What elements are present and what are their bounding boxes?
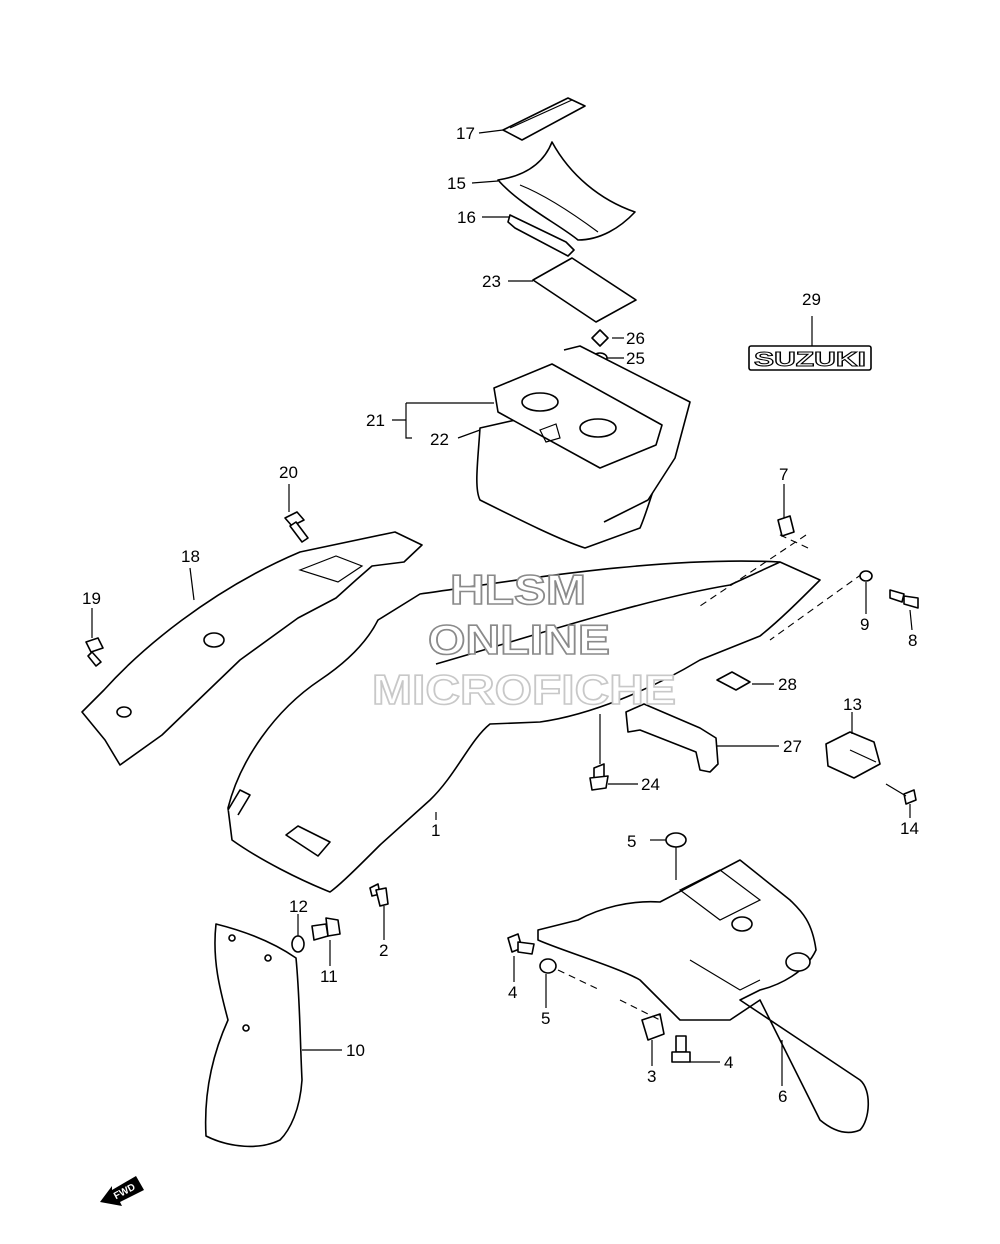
part-4-bolt-left: [507, 933, 535, 955]
callout-labels: 17 15 16 23 26 25 21 22 29 20 18 19 7 9 …: [82, 124, 919, 1106]
part-21-tool-box: [493, 363, 663, 469]
part-26-nut: [591, 329, 609, 347]
callout-17: 17: [456, 124, 475, 143]
watermark-line-1: HLSM: [450, 566, 586, 613]
callout-20: 20: [279, 463, 298, 482]
callout-26: 26: [626, 329, 645, 348]
fwd-direction-arrow: FWD: [100, 1176, 144, 1206]
callout-16: 16: [457, 208, 476, 227]
part-18-bracket: [81, 531, 423, 766]
callout-23: 23: [482, 272, 501, 291]
part-5-grommet-left: [539, 958, 601, 991]
callout-2: 2: [379, 941, 388, 960]
callout-27: 27: [783, 737, 802, 756]
watermark-line-3: MICROFICHE: [372, 666, 676, 713]
part-23-pad: [532, 257, 637, 323]
callout-4-left: 4: [508, 983, 517, 1002]
part-29-suzuki-emblem: SUZUKI: [748, 345, 872, 372]
part-10-mud-flap: [204, 923, 303, 1148]
part-24-bolt: [589, 763, 609, 791]
callout-22: 22: [430, 430, 449, 449]
part-4-bolt-bottom: [671, 1035, 691, 1063]
suzuki-logo-text: SUZUKI: [754, 349, 866, 371]
part-8-bolt: [889, 589, 919, 609]
callout-7: 7: [779, 465, 788, 484]
callout-29: 29: [802, 290, 821, 309]
callout-28: 28: [778, 675, 797, 694]
callout-1: 1: [431, 821, 440, 840]
part-28-pad: [716, 671, 751, 691]
part-17-strap: [502, 97, 586, 141]
callout-14: 14: [900, 819, 919, 838]
callout-19: 19: [82, 589, 101, 608]
callout-13: 13: [843, 695, 862, 714]
part-7-clip: [777, 515, 795, 537]
callout-3: 3: [647, 1067, 656, 1086]
callout-5-top: 5: [627, 832, 636, 851]
part-14-screw: [903, 789, 917, 805]
callout-5-left: 5: [541, 1009, 550, 1028]
part-11-bolt: [311, 917, 341, 941]
callout-15: 15: [447, 174, 466, 193]
callout-8: 8: [908, 631, 917, 650]
part-2-bolt: [369, 883, 389, 907]
part-13-relay: [825, 731, 881, 779]
watermark-line-2: ONLINE: [428, 616, 610, 663]
leader-lines: [91, 129, 913, 1086]
callout-24: 24: [641, 775, 660, 794]
callout-25: 25: [626, 349, 645, 368]
callout-4-bottom: 4: [724, 1053, 733, 1072]
callout-12: 12: [289, 897, 308, 916]
part-27-grab-handle: [625, 703, 719, 773]
watermark: HLSM ONLINE MICROFICHE: [371, 565, 677, 714]
part-15-tool-bag: [497, 141, 636, 241]
part-19-bolt: [85, 637, 104, 667]
callout-10: 10: [346, 1041, 365, 1060]
callout-21: 21: [366, 411, 385, 430]
callout-6: 6: [778, 1087, 787, 1106]
callout-18: 18: [181, 547, 200, 566]
part-12-washer: [291, 935, 305, 953]
part-5-grommet-top: [665, 832, 687, 880]
part-6-rear-bracket: [537, 859, 870, 1134]
part-20-bolt: [284, 511, 309, 543]
part-9-washer: [859, 570, 873, 582]
part-3-nut: [619, 999, 665, 1041]
callout-11: 11: [320, 967, 338, 986]
callout-9: 9: [860, 615, 869, 634]
part-16-tool-rod: [507, 214, 575, 257]
part-1-rear-fender: [227, 560, 821, 893]
